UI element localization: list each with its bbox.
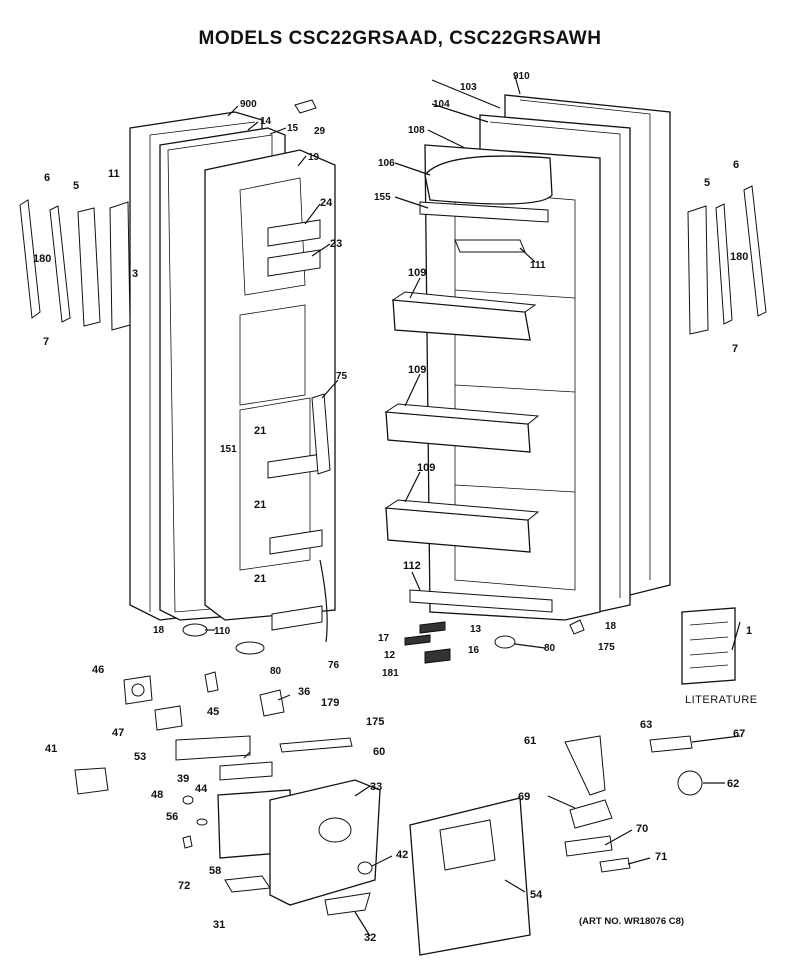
callout-112: 112 [403, 560, 421, 572]
fresh-food-door-assembly [384, 94, 767, 685]
callout-48: 48 [151, 789, 163, 801]
callout-21-a: 21 [254, 425, 266, 437]
callout-21-b: 21 [254, 499, 266, 511]
callout-46: 46 [92, 664, 104, 676]
callout-180-left: 180 [33, 253, 51, 265]
callout-23: 23 [330, 238, 342, 250]
callout-45: 45 [207, 706, 219, 718]
callout-111: 111 [530, 260, 546, 271]
callout-7-right: 7 [732, 343, 738, 355]
callout-70: 70 [636, 823, 648, 835]
callout-6-left: 6 [44, 172, 50, 184]
callout-54: 54 [530, 889, 543, 901]
callout-75: 75 [336, 371, 348, 382]
callout-72: 72 [178, 880, 190, 892]
callout-76: 76 [328, 660, 340, 671]
leader-lines [205, 75, 741, 937]
callout-31: 31 [213, 919, 225, 931]
callout-63: 63 [640, 719, 652, 731]
callout-18-left: 18 [153, 625, 165, 636]
callout-175-right: 175 [598, 642, 615, 653]
callout-24: 24 [320, 197, 333, 209]
callout-80-right: 80 [544, 643, 556, 654]
callout-6-right: 6 [733, 159, 739, 171]
callout-910: 910 [513, 71, 530, 82]
callout-14: 14 [260, 116, 272, 127]
callout-36: 36 [298, 686, 310, 698]
callout-109-a: 109 [408, 267, 426, 279]
callout-5-right: 5 [704, 177, 710, 189]
callout-33: 33 [370, 781, 382, 793]
callout-7-left: 7 [43, 336, 49, 348]
callout-42: 42 [396, 849, 408, 861]
callout-155: 155 [374, 192, 391, 203]
callout-104: 104 [433, 99, 450, 110]
freezer-door-assembly [19, 99, 336, 655]
callout-1: 1 [746, 625, 752, 637]
callout-61: 61 [524, 735, 536, 747]
callout-80-left: 80 [270, 666, 282, 677]
art-number: (ART NO. WR18076 C8) [579, 916, 684, 927]
callout-21-c: 21 [254, 573, 266, 585]
callout-44: 44 [195, 783, 208, 795]
callout-103: 103 [460, 82, 477, 93]
diagram-title: MODELS CSC22GRSAAD, CSC22GRSAWH [198, 28, 602, 49]
callout-109-c: 109 [417, 462, 435, 474]
callout-62: 62 [727, 778, 739, 790]
callout-106: 106 [378, 158, 395, 169]
callout-71: 71 [655, 851, 667, 863]
callout-175: 175 [366, 716, 384, 728]
literature-label: LITERATURE [685, 694, 758, 706]
callout-16: 16 [468, 645, 480, 656]
callout-11: 11 [108, 168, 120, 180]
callout-3: 3 [132, 268, 138, 280]
callout-5-left: 5 [73, 180, 79, 192]
dispenser-assembly [74, 671, 703, 956]
callout-181: 181 [382, 668, 399, 679]
callout-53: 53 [134, 751, 146, 763]
callout-900: 900 [240, 99, 257, 110]
callout-39: 39 [177, 773, 189, 785]
callout-179: 179 [321, 697, 339, 709]
callout-18-right: 18 [605, 621, 617, 632]
callout-110: 110 [214, 626, 231, 637]
callout-108: 108 [408, 125, 425, 136]
callout-12: 12 [384, 650, 396, 661]
callout-47: 47 [112, 727, 124, 739]
callout-41: 41 [45, 743, 57, 755]
callout-13: 13 [470, 624, 482, 635]
callout-109-b: 109 [408, 364, 426, 376]
callout-19: 19 [308, 152, 320, 163]
callout-labels: 900 14 15 29 19 11 6 5 180 3 7 24 23 75 … [33, 71, 758, 944]
callout-56: 56 [166, 811, 178, 823]
callout-60: 60 [373, 746, 385, 758]
callout-180-right: 180 [730, 251, 748, 263]
callout-32: 32 [364, 932, 376, 944]
callout-151: 151 [220, 444, 237, 455]
callout-17: 17 [378, 633, 390, 644]
callout-29: 29 [314, 126, 326, 137]
callout-58: 58 [209, 865, 221, 877]
callout-15: 15 [287, 123, 299, 134]
callout-67: 67 [733, 728, 745, 740]
callout-69: 69 [518, 791, 530, 803]
